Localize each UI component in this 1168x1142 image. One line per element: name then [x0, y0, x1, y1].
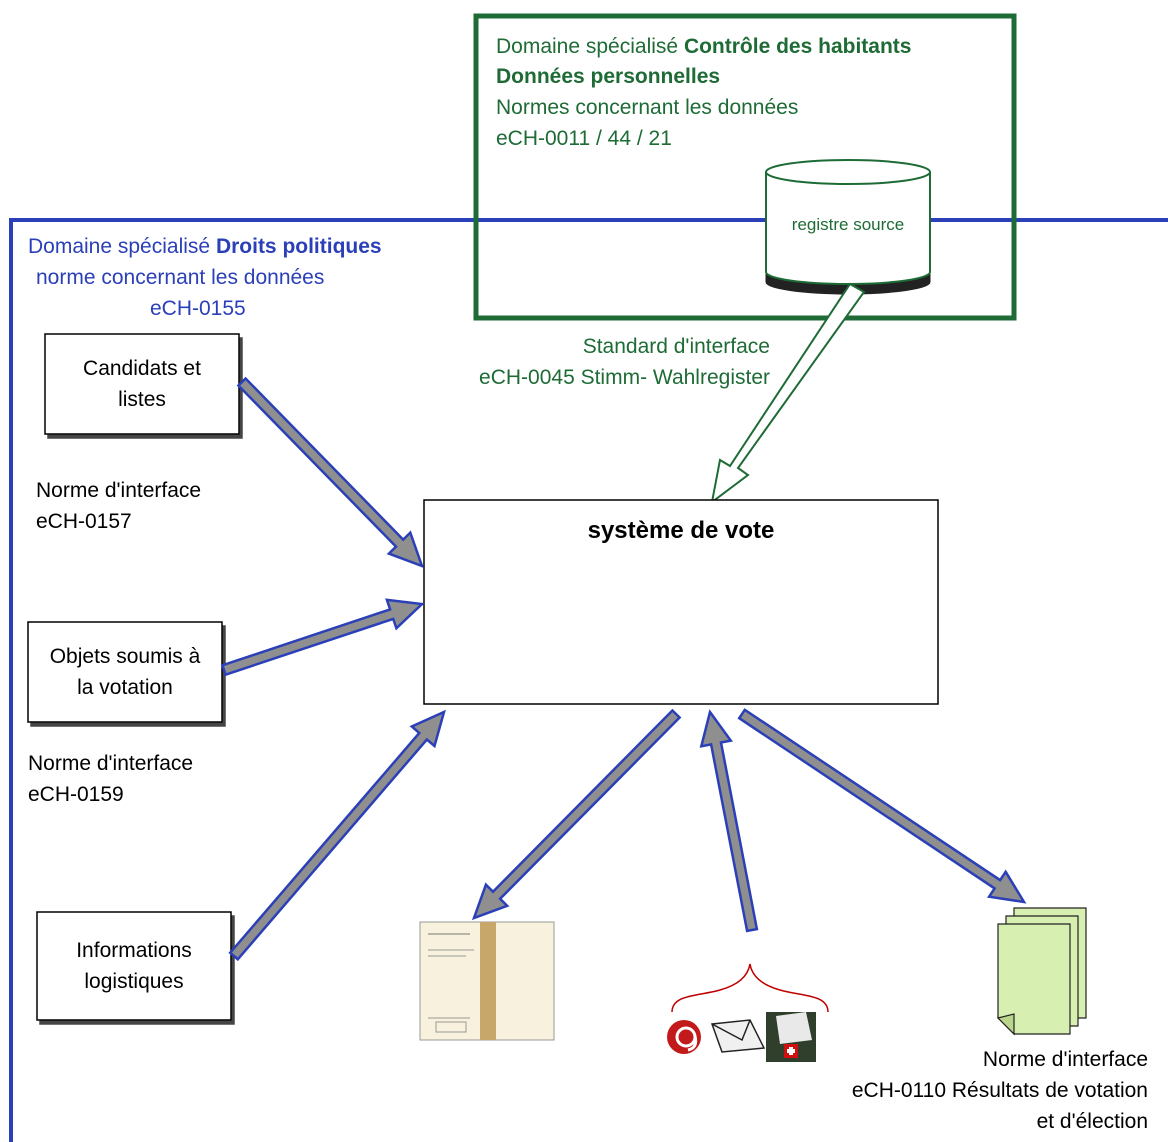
candidates-norm-line1: Norme d'interface — [36, 479, 202, 502]
logistics-box — [36, 911, 232, 1021]
political-domain-title: Domaine spécialisé Droits politiques — [28, 235, 382, 258]
voting-to-material-arrow — [471, 708, 682, 921]
political-norm-ref: eCH-0155 — [150, 297, 246, 320]
inhabitants-domain-title: Domaine spécialisé Contrôle des habitant… — [496, 35, 912, 58]
envelope-icon — [710, 1019, 766, 1053]
inhabitants-domain-box — [473, 13, 1017, 321]
channels-brace — [671, 963, 829, 1013]
voting-system-box — [423, 499, 939, 705]
results-documents-icon — [996, 907, 1087, 1036]
candidates-norm-line2: eCH-0157 — [36, 510, 132, 533]
objects-norm-line2: eCH-0159 — [28, 783, 124, 806]
inhabitants-norm-refs: eCH-0011 / 44 / 21 — [496, 127, 672, 150]
results-norm-line1: Norme d'interface — [982, 1048, 1148, 1071]
register-interface-line2: eCH-0045 Stimm- Wahlregister — [479, 366, 770, 389]
voting-material-document-icon — [419, 921, 555, 1041]
ballot-box-icon — [766, 1012, 816, 1062]
candidates-to-voting-arrow — [236, 376, 425, 569]
inhabitants-norm-label: Normes concernant les données — [496, 96, 799, 119]
voting-to-results-arrow — [737, 708, 1027, 904]
channels-to-voting-arrow — [699, 709, 759, 933]
logistics-to-voting-arrow — [228, 709, 446, 962]
inhabitants-domain-subtitle: Données personnelles — [496, 65, 721, 88]
objects-box — [27, 621, 223, 723]
register-interface-line1: Standard d'interface — [582, 335, 770, 358]
voting-system-label: système de vote — [587, 517, 775, 544]
objects-norm-line1: Norme d'interface — [28, 752, 194, 775]
at-sign-icon — [667, 1020, 701, 1054]
source-register-label: registre source — [791, 215, 905, 234]
political-norm-label: norme concernant les données — [36, 266, 325, 289]
results-norm-line3: et d'élection — [1036, 1110, 1148, 1133]
candidates-box — [44, 333, 240, 435]
results-norm-line2: eCH-0110 Résultats de votation — [851, 1079, 1148, 1102]
register-interface-arrow — [710, 282, 866, 505]
objects-to-voting-arrow — [220, 598, 425, 677]
source-register-cylinder — [765, 159, 931, 295]
